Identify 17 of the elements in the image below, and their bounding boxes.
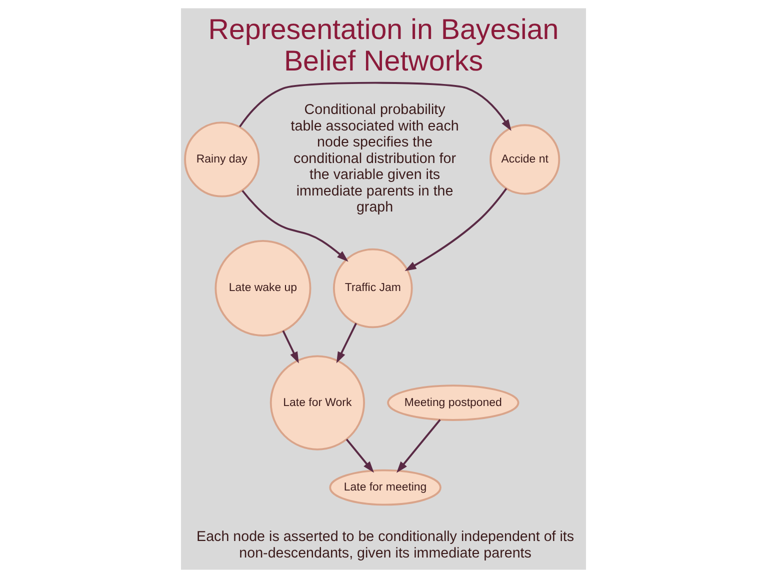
node-circle: Late wake up (214, 240, 312, 336)
node-circle: Rainy day (184, 122, 260, 198)
arrow (404, 188, 508, 272)
node-ellipse: Late for meeting (329, 469, 442, 506)
label: Each node is asserted to be conditionally independent of its non-descendants, given its immediate parents (196, 529, 574, 562)
arrow (336, 322, 357, 364)
node-circle: Traffic Jam (332, 248, 413, 328)
node-ellipse: Meeting postponed (387, 384, 520, 421)
arrow (282, 330, 299, 364)
arrow (239, 82, 512, 131)
label: Conditional probability table associated with each node specifies the conditional distribution for the variable given its immediate parents in the graph (290, 102, 459, 216)
arrow (346, 438, 374, 473)
node-circle: Accide nt (490, 124, 560, 195)
arrow (242, 190, 348, 262)
diagram-title: Representation in Bayesian Belief Networks (208, 14, 559, 78)
node-circle: Late for Work (270, 355, 365, 450)
arrow (396, 419, 441, 473)
